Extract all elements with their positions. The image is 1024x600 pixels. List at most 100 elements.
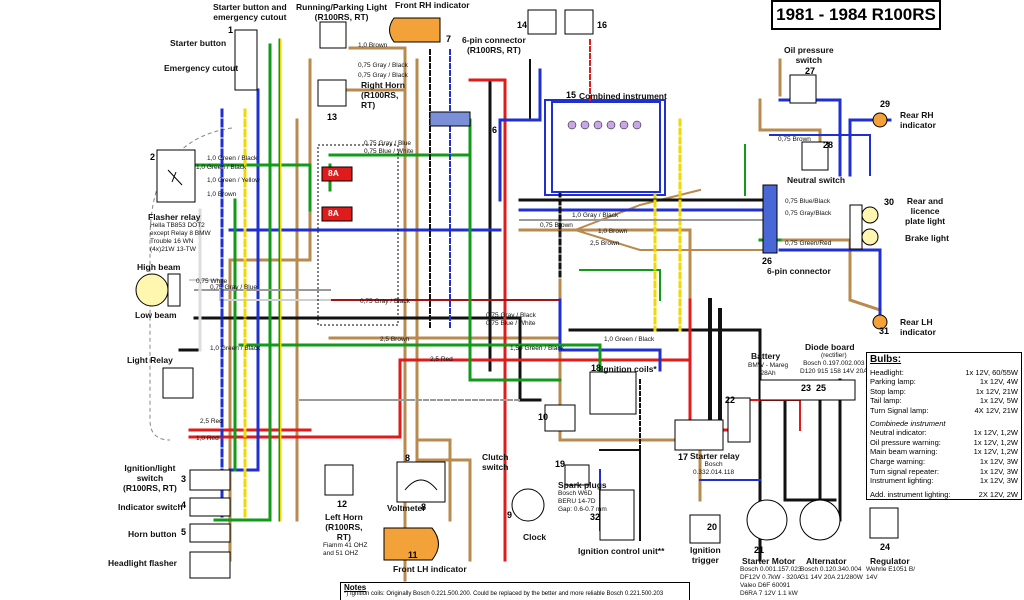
c23-number: 23 xyxy=(801,383,812,393)
c16-number: 16 xyxy=(597,20,608,30)
c8-number-tag: 8 xyxy=(405,453,411,463)
bulbs-footer-row: Add. instrument lighting: 2X 12V, 2W xyxy=(870,490,1018,500)
oil-pressure-switch-symbol xyxy=(789,74,817,104)
left-horn-symbol xyxy=(324,464,354,496)
spark-plugs-symbol xyxy=(564,464,590,486)
fuse-2-label: 8A xyxy=(328,208,339,218)
bulb-value: 1x 12V, 60/55W xyxy=(965,367,1018,377)
headlight-flasher-label: Headlight flasher xyxy=(108,558,177,568)
c28-label: Neutral switch xyxy=(787,175,846,185)
c12-number: 12 xyxy=(337,499,348,509)
instrument-bulb-row: Main beam warning:1x 12V, 1,2W xyxy=(870,447,1018,457)
wire-label-27: 1,0 Green / Black xyxy=(210,345,261,352)
wire-red-1 xyxy=(188,298,692,439)
c27-number: 27 xyxy=(805,66,816,76)
wire-label-23: 0,75 Gray / Black xyxy=(486,312,536,319)
c2-number: 2 xyxy=(150,152,156,162)
six-pin-connector-rear xyxy=(762,184,778,254)
wire-label-12: 2,5 Brown xyxy=(380,336,410,343)
c9-label: Clock xyxy=(523,532,547,542)
wire-label-3: 0,75 Gray / Black xyxy=(358,72,408,79)
ignition-switch-symbol xyxy=(189,469,231,491)
instrument-bulb-name: Oil pressure warning: xyxy=(870,437,941,447)
c15-number: 15 xyxy=(566,90,577,100)
fuse-2 xyxy=(321,206,353,222)
wire-label-8: 0,75 Blue / White xyxy=(364,148,414,155)
bulbs-footer-name: Add. instrument lighting: xyxy=(870,489,951,499)
c21-spec: Bosch 0.001.157.023 DF12V 0.7kW - 320A V… xyxy=(740,566,802,597)
c31-number: 31 xyxy=(879,326,890,336)
bulbs-rows: Headlight: 1x 12V, 60/55W Parking lamp: 1x … xyxy=(870,368,1018,416)
bulb-name: Tail lamp: xyxy=(870,396,902,406)
wire-brown-4 xyxy=(415,58,472,562)
diode-board-symbol xyxy=(759,379,856,401)
c15-label: Combined instrument xyxy=(579,91,667,101)
running-light-symbol xyxy=(319,21,347,49)
bulb-name: Parking lamp: xyxy=(870,377,916,387)
bulb-name: Stop lamp: xyxy=(870,386,906,396)
bulb-row: Headlight: 1x 12V, 60/55W xyxy=(870,368,1018,378)
c24-spec: Wehrle E1051 B/ 14V xyxy=(866,566,916,581)
c22-number: 22 xyxy=(725,395,736,405)
regulator-symbol xyxy=(869,507,899,539)
c18-label: Ignition coils* xyxy=(601,364,657,374)
headlight-bulb xyxy=(135,273,169,307)
c9-number: 9 xyxy=(507,510,513,520)
bulb-row: Tail lamp:1x 12V, 5W xyxy=(870,396,1018,406)
ignition-coils-symbol xyxy=(589,371,637,415)
bulb-value: 1x 12V, 21W xyxy=(975,386,1018,396)
wire-black-5 xyxy=(568,328,762,562)
bulbs-heading: Bulbs: xyxy=(870,354,902,365)
bulb-name: Headlight: xyxy=(870,367,904,377)
instrument-bulb-name: Instrument lighting: xyxy=(870,476,934,486)
combined-instrument xyxy=(551,101,661,193)
wire-label-5: 1,0 Green / Yellow xyxy=(207,177,260,184)
wire-black-2 xyxy=(178,316,202,352)
c11-number: 11 xyxy=(408,550,418,560)
flasher-relay-symbol xyxy=(156,149,196,203)
wire-label-9: 2,5 Red xyxy=(430,356,453,363)
instrument-bulb-value: 1x 12V, 1,2W xyxy=(973,447,1018,457)
c12-spec: Fiamm 41 OHZ and 51 OHZ xyxy=(323,542,368,557)
wire-blue-9 xyxy=(558,298,662,372)
rear-rh-indicator xyxy=(872,112,888,128)
c4-number: 4 xyxy=(181,500,187,510)
c25-spec: (rectifier) Bosch 0.197.002.003 D120 915… xyxy=(800,352,868,375)
c7-label: Front RH indicator xyxy=(395,0,470,10)
emergency-cutout-label: Emergency cutout xyxy=(164,63,239,73)
wire-brown-11 xyxy=(778,238,882,312)
bulbs-subheading: Combinede instrument xyxy=(870,418,946,428)
c8-number: 8 xyxy=(421,502,427,512)
instrument-bulb-value: 1x 12V, 3W xyxy=(979,456,1018,466)
component-16-symbol xyxy=(564,9,594,35)
c20-label: Ignition trigger xyxy=(690,545,721,565)
battery-symbol xyxy=(727,397,751,443)
c29-number: 29 xyxy=(880,99,891,109)
c21-number: 21 xyxy=(754,545,765,555)
c32-label: Ignition control unit** xyxy=(578,546,665,556)
bulb-name: Turn Signal lamp: xyxy=(870,405,929,415)
c1-label: Starter button and emergency cutout xyxy=(213,2,287,22)
c17-label: Starter relay xyxy=(690,451,740,461)
light-relay-label: Light Relay xyxy=(127,355,173,365)
notes-box: Notes *) Ignition coils: Originally Bosc… xyxy=(340,582,690,600)
neutral-switch-symbol xyxy=(801,141,829,171)
wire-brown-10 xyxy=(573,228,771,251)
wire-brown-14 xyxy=(418,438,452,522)
wire-label-2: 0,75 Gray / Black xyxy=(358,62,408,69)
instrument-bulb-row: Oil pressure warning:1x 12V, 1,2W xyxy=(870,438,1018,448)
instrument-bulb-name: Turn signal repeater: xyxy=(870,466,939,476)
clock-symbol xyxy=(511,488,545,522)
bulbs-table: Bulbs: Headlight: 1x 12V, 60/55W Parking l… xyxy=(866,352,1022,500)
c3-number: 3 xyxy=(181,474,187,484)
c24-label: Regulator xyxy=(870,556,910,566)
running-light-label: Running/Parking Light (R100RS, RT) xyxy=(296,2,388,22)
c3-label: Ignition/light switch (R100RS, RT) xyxy=(123,463,177,493)
wire-label-6: 1,0 Brown xyxy=(207,191,237,198)
c13-number: 13 xyxy=(327,112,338,122)
c1-number: 1 xyxy=(228,25,234,35)
starter-relay-symbol xyxy=(674,419,724,451)
wire-green-7 xyxy=(328,343,602,372)
